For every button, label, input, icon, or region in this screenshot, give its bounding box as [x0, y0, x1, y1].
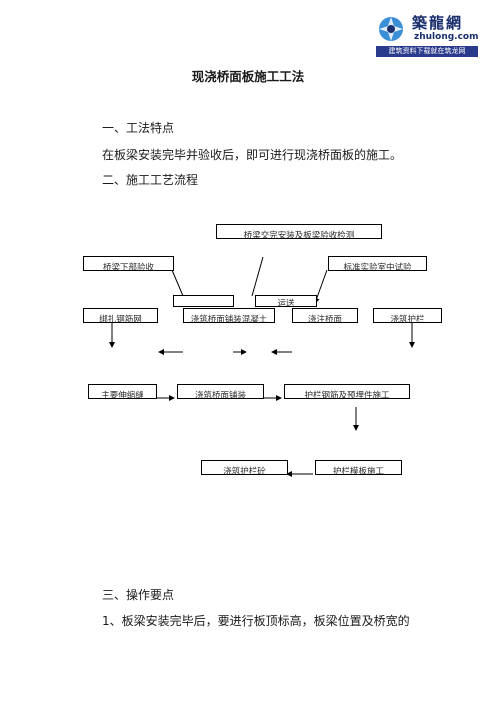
- flow-node-rebar: 绑扎钢筋网: [83, 308, 158, 323]
- section3-heading: 三、操作要点: [102, 588, 175, 602]
- logo-name: 築龍網: [412, 14, 464, 32]
- section1-text: 在板梁安装完毕并验收后，即可进行现浇桥面板的施工。: [102, 148, 403, 162]
- flow-node-guardrail-concrete: 浇筑护栏砼: [201, 460, 288, 475]
- site-logo: 築龍網 zhulong.com 建筑资料下载就在筑龙网: [376, 12, 479, 57]
- flow-node-deck-concrete: 浇筑桥面铺装混凝土: [183, 308, 275, 323]
- flow-node-deck-pour: 浇注桥面: [292, 308, 358, 323]
- logo-url[interactable]: zhulong.com: [414, 32, 479, 42]
- document-title: 现浇桥面板施工工法: [191, 69, 305, 84]
- section2-heading: 二、施工工艺流程: [102, 173, 199, 187]
- flow-node-top: 桥梁交完安装及板梁验收检测: [216, 224, 382, 239]
- flow-node-guardrail: 浇筑护栏: [373, 308, 442, 323]
- flow-node-guardrail-rebar: 护栏钢筋及预埋件施工: [284, 384, 410, 399]
- flow-node-right-top: 标准实验室中试验: [328, 256, 427, 271]
- flow-node-expansion-joint: 主要伸缩缝: [88, 384, 157, 399]
- flow-node-deck-paving: 浇筑桥面铺装: [177, 384, 264, 399]
- section1-heading: 一、工法特点: [102, 121, 175, 135]
- flow-node-left-top: 桥梁下部验收: [83, 256, 174, 271]
- logo-tagline: 建筑资料下载就在筑龙网: [376, 46, 478, 57]
- flow-node-overlap-right: 运送: [255, 295, 317, 307]
- section3-item1: 1、板梁安装完毕后，要进行板顶标高，板梁位置及桥宽的: [102, 614, 410, 628]
- flow-node-overlap-left: [173, 295, 234, 307]
- flow-node-guardrail-formwork: 护栏模板施工: [315, 460, 402, 475]
- logo-mark-icon: [379, 17, 403, 41]
